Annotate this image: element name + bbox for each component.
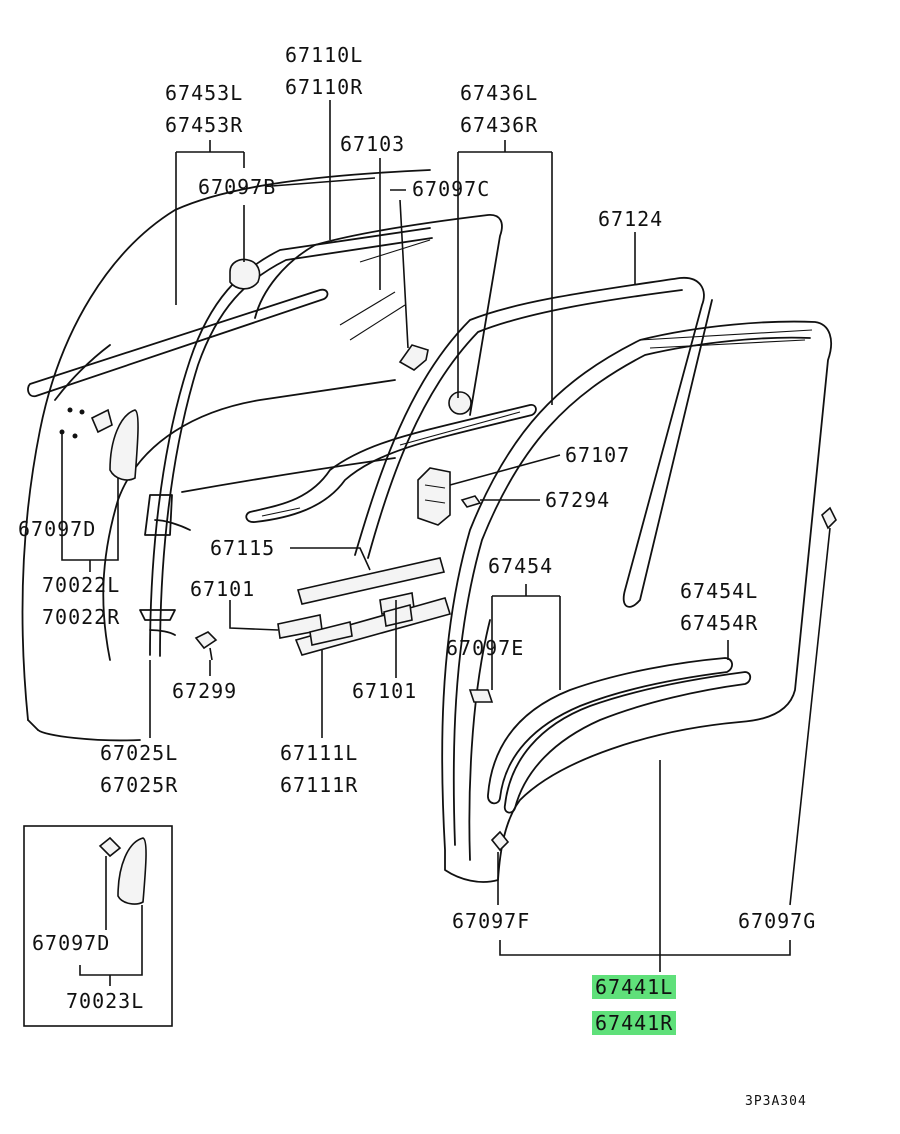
glass-run-seal [354, 277, 713, 608]
clip-67097G [821, 506, 837, 530]
label-67097D-box: 67097D [32, 931, 111, 955]
label-67097F: 67097F [452, 909, 531, 933]
label-67294: 67294 [545, 488, 611, 512]
screw-67294 [460, 495, 540, 508]
highlight-67441R: 67441R [592, 1011, 677, 1035]
label-67299: 67299 [172, 679, 238, 703]
label-67111L: 67111L [280, 741, 359, 765]
clip-67436-end [448, 391, 472, 415]
label-67097D-top: 67097D [18, 517, 97, 541]
door-weatherstrip [441, 320, 832, 883]
label-67097B: 67097B [198, 175, 277, 199]
clip-67097B [229, 258, 261, 290]
label-67110R: 67110R [285, 75, 364, 99]
label-67025L: 67025L [100, 741, 179, 765]
window-glass [254, 214, 503, 416]
label-67124: 67124 [598, 207, 664, 231]
label-67454R: 67454R [680, 611, 759, 635]
label-67454: 67454 [488, 554, 554, 578]
clip-67097D [90, 408, 113, 434]
clip-67454-end [468, 689, 494, 703]
highlight-67441L: 67441L [592, 975, 677, 999]
label-67111R: 67111R [280, 773, 359, 797]
label-70023L: 70023L [66, 989, 145, 1013]
label-67436L: 67436L [460, 81, 539, 105]
label-67453L: 67453L [165, 81, 244, 105]
label-67097G: 67097G [738, 909, 817, 933]
label-67025R: 67025R [100, 773, 179, 797]
label-67103: 67103 [340, 132, 406, 156]
label-67101-a: 67101 [190, 577, 256, 601]
label-67107: 67107 [565, 443, 631, 467]
label-70022L: 70022L [42, 573, 121, 597]
label-70022R: 70022R [42, 605, 121, 629]
bracket-67107 [417, 467, 451, 526]
label-67110L: 67110L [285, 43, 364, 67]
clip-67097C [398, 344, 429, 371]
label-67436R: 67436R [460, 113, 539, 137]
label-67454L: 67454L [680, 579, 759, 603]
label-67097C: 67097C [412, 177, 491, 201]
label-67115: 67115 [210, 536, 276, 560]
label-67101-b: 67101 [352, 679, 418, 703]
label-67441R: 67441R [592, 1011, 677, 1035]
door-panel [21, 169, 431, 742]
lower-weatherstrip [487, 657, 752, 814]
clip-67097F [490, 830, 510, 852]
belt-moulding-outer [27, 288, 329, 398]
channel-67115 [296, 557, 446, 605]
label-67441L: 67441L [592, 975, 677, 999]
label-67453R: 67453R [165, 113, 244, 137]
cap-70022 [109, 409, 139, 481]
label-67097E: 67097E [446, 636, 525, 660]
reference-code: 3P3A304 [745, 1094, 807, 1109]
belt-moulding-inner [245, 404, 537, 523]
screw-67299 [194, 631, 218, 661]
leader-lines [23, 100, 831, 1027]
